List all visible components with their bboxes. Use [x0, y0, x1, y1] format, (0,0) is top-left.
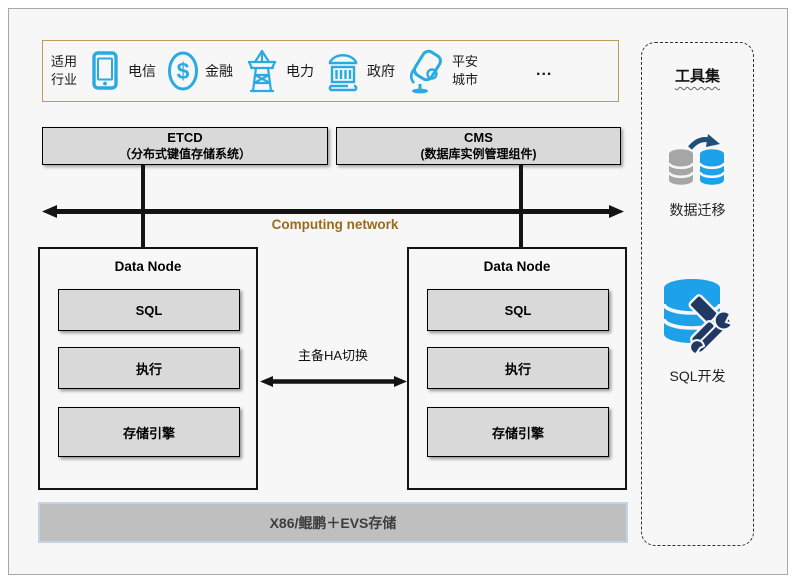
infrastructure-bar: X86/鲲鹏＋EVS存储: [38, 502, 628, 543]
toolbox-title: 工具集: [674, 68, 720, 85]
cms-subtitle: (数据库实例管理组件): [420, 146, 537, 161]
data-migration-icon: [667, 134, 725, 185]
storage-engine-layer: 存储引擎: [58, 407, 240, 457]
industry-item-label: 金融: [205, 63, 233, 79]
etcd-title: ETCD: [167, 130, 203, 146]
industry-strip: 适用行业 电信 $ 金融: [42, 40, 619, 102]
industry-item-label: 电信: [128, 63, 156, 79]
industry-item-label: 平安城市: [452, 54, 479, 87]
data-node-primary: Data Node SQL 执行 存储引擎: [38, 247, 258, 490]
toolbox-panel: 工具集 数据迁移: [641, 42, 754, 546]
cms-title: CMS: [464, 130, 493, 146]
industry-more-ellipsis: ...: [536, 62, 553, 79]
cms-box: CMS (数据库实例管理组件): [336, 127, 621, 165]
camera-icon: [409, 49, 442, 94]
tool-sql-development: SQL开发: [656, 272, 740, 386]
industry-item-label: 电力: [286, 63, 314, 79]
industry-item-power: 电力: [243, 49, 324, 93]
cms-to-node-connector: [519, 165, 523, 249]
tablet-icon: [92, 51, 118, 90]
tool-data-migration: 数据迁移: [664, 132, 732, 220]
sql-development-icon: [661, 279, 733, 356]
storage-engine-layer: 存储引擎: [427, 407, 609, 457]
etcd-to-node-connector: [141, 165, 145, 249]
computing-network-label: Computing network: [271, 217, 399, 232]
data-node-title: Data Node: [483, 259, 551, 274]
sql-layer: SQL: [58, 289, 240, 331]
tool-label: 数据迁移: [669, 202, 726, 218]
dollar-icon: $: [168, 51, 198, 91]
etcd-box: ETCD （分布式键值存储系统）: [42, 127, 328, 165]
computing-network-arrow: [42, 205, 624, 218]
execution-layer: 执行: [427, 347, 609, 389]
data-node-title: Data Node: [114, 259, 182, 274]
bank-icon: [328, 54, 358, 92]
industry-item-government: 政府: [324, 50, 405, 92]
execution-layer: 执行: [58, 347, 240, 389]
ha-switchover-arrow: [260, 376, 407, 387]
industry-strip-label: 适用行业: [51, 53, 78, 87]
tool-label: SQL开发: [669, 368, 726, 384]
industry-item-safe-city: 平安城市: [405, 48, 494, 94]
industry-item-label: 政府: [367, 63, 395, 79]
svg-text:$: $: [177, 58, 190, 84]
etcd-subtitle: （分布式键值存储系统）: [118, 146, 251, 161]
data-node-standby: Data Node SQL 执行 存储引擎: [407, 247, 627, 490]
tower-icon: [247, 49, 277, 93]
industry-item-telecom: 电信: [87, 50, 166, 92]
sql-layer: SQL: [427, 289, 609, 331]
industry-item-finance: $ 金融: [166, 49, 243, 93]
ha-switchover-label: 主备HA切换: [297, 348, 369, 363]
